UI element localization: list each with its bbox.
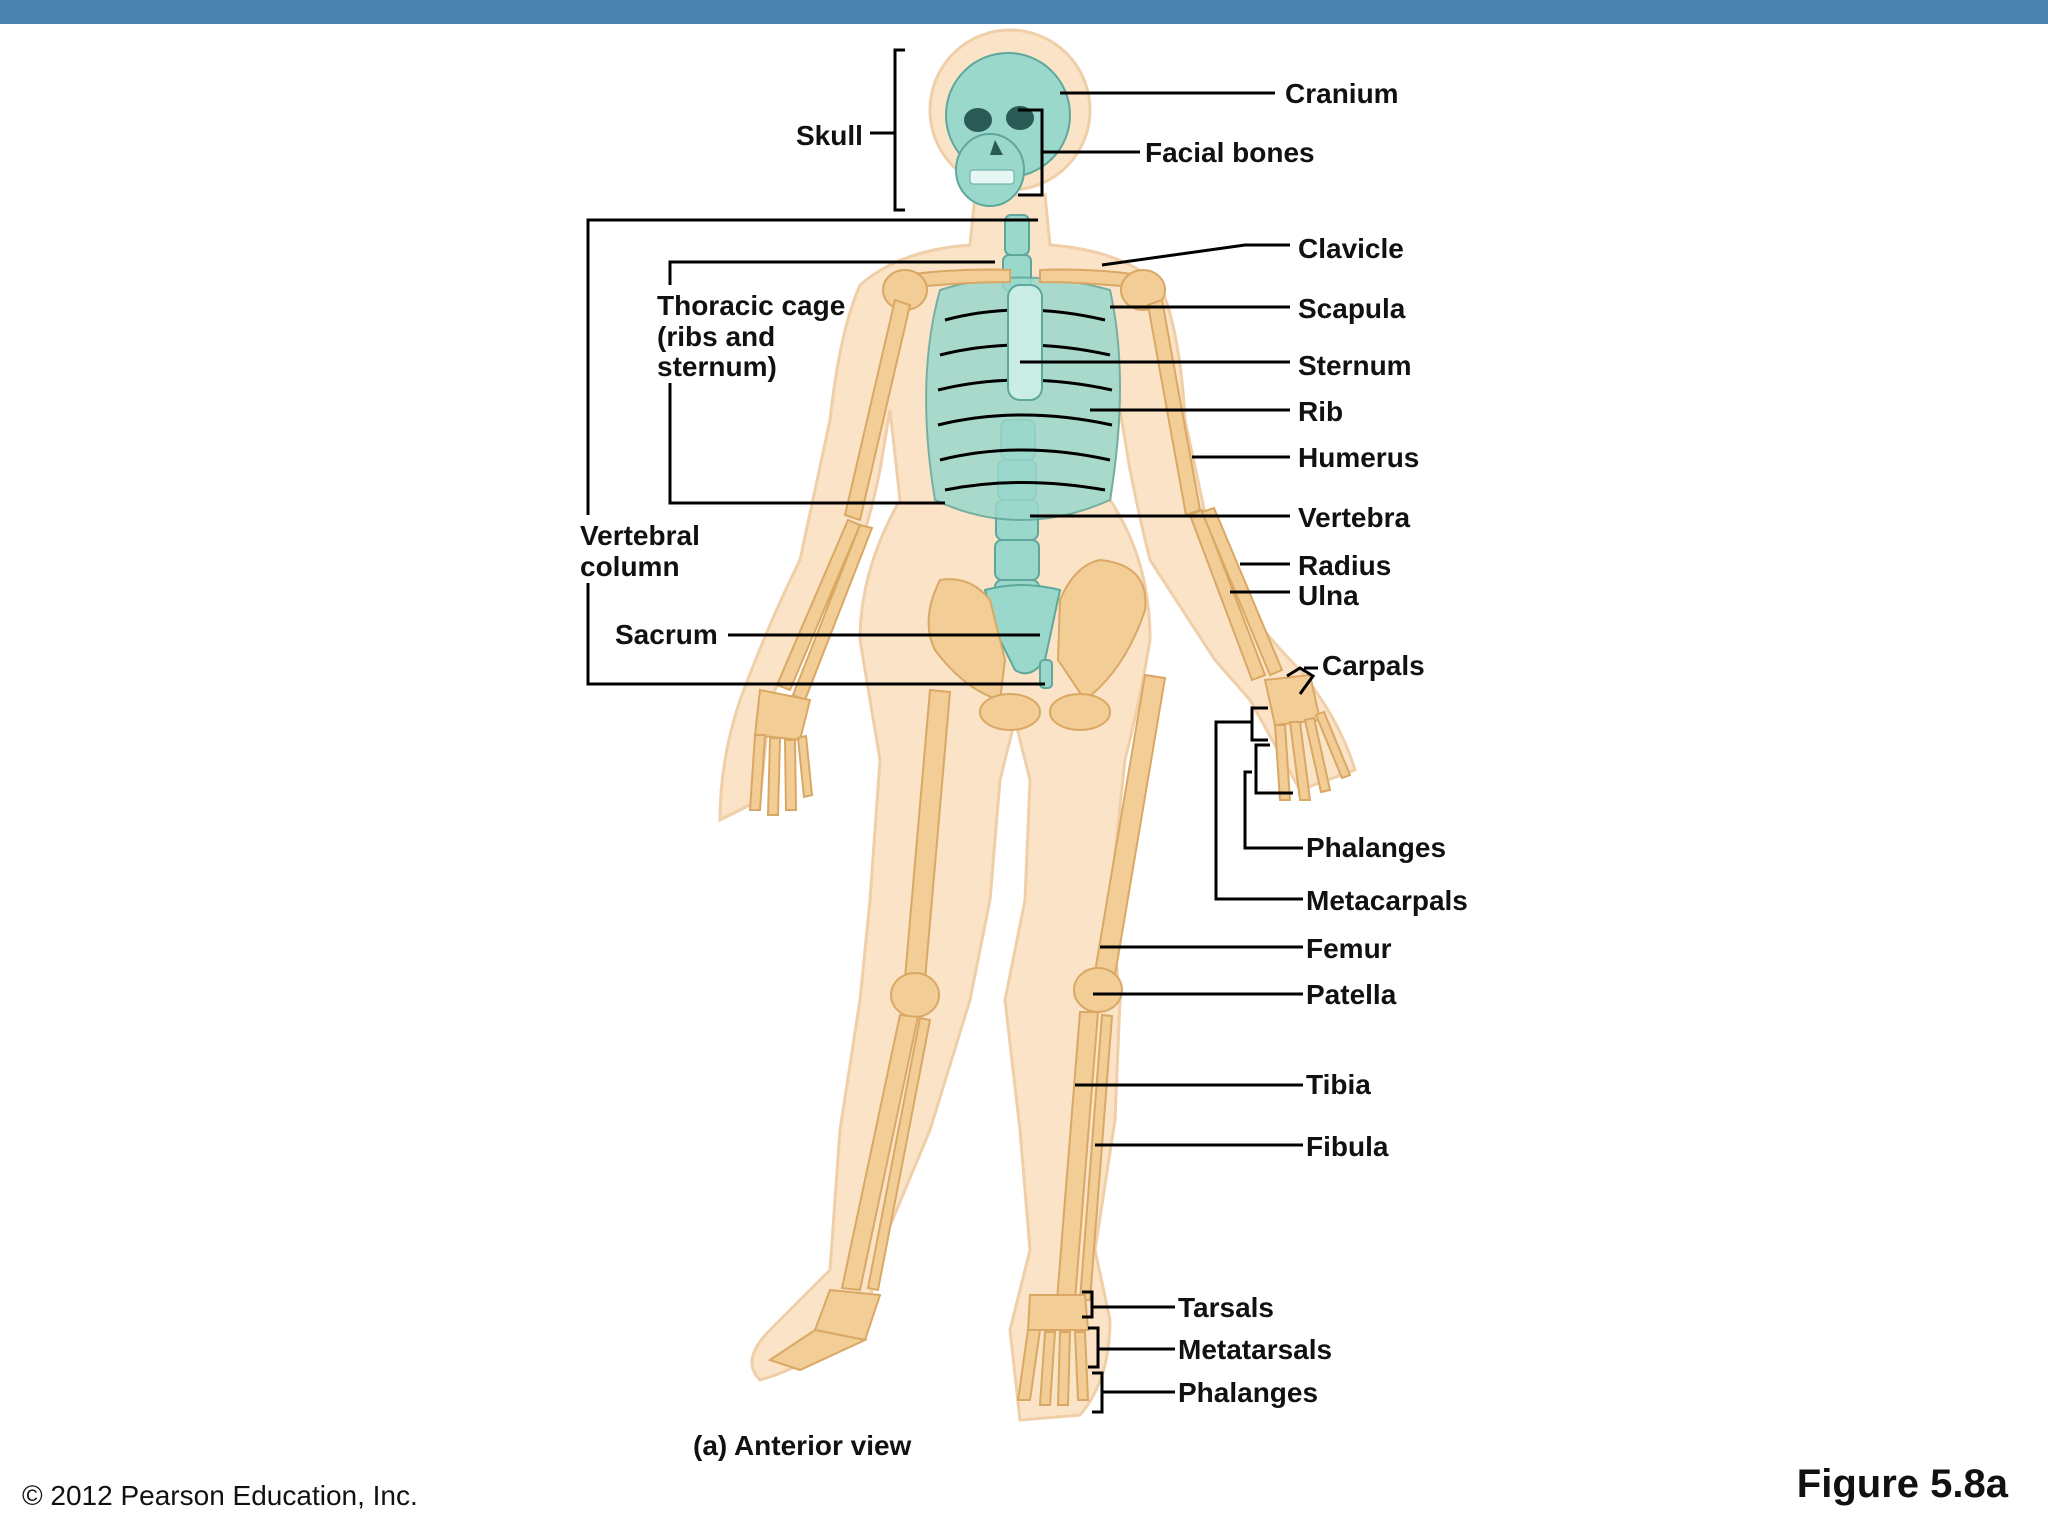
label-rib: Rib: [1298, 396, 1343, 427]
leader-lines: [586, 48, 1318, 1414]
skull-illustration: [945, 52, 1071, 207]
label-vertebra: Vertebra: [1298, 502, 1410, 533]
label-facial-bones: Facial bones: [1145, 137, 1315, 168]
feet-illustration: [767, 1288, 1090, 1406]
body-outline: [718, 28, 1357, 1422]
top-accent-bar: [0, 0, 2048, 24]
label-radius: Radius: [1298, 550, 1391, 581]
label-carpals: Carpals: [1322, 650, 1425, 681]
label-clavicle: Clavicle: [1298, 233, 1404, 264]
label-vertebral-column-line2: column: [580, 551, 680, 582]
hands-illustration: [748, 673, 1352, 816]
label-thoracic-cage-line3: sternum): [657, 351, 777, 382]
label-metacarpals: Metacarpals: [1306, 885, 1468, 916]
figure-number: Figure 5.8a: [1796, 1462, 2008, 1506]
label-sternum: Sternum: [1298, 350, 1412, 381]
label-patella: Patella: [1306, 979, 1397, 1010]
label-tarsals: Tarsals: [1178, 1292, 1274, 1323]
pelvis-illustration: [927, 558, 1147, 731]
label-cranium: Cranium: [1285, 78, 1399, 109]
labels: Skull Cranium Facial bones Clavicle Thor…: [580, 78, 1468, 1408]
label-metatarsals: Metatarsals: [1178, 1334, 1332, 1365]
label-thoracic-cage-line2: (ribs and: [657, 321, 775, 352]
thoracic-cage-illustration: [925, 276, 1121, 521]
label-femur: Femur: [1306, 933, 1392, 964]
label-tibia: Tibia: [1306, 1069, 1371, 1100]
figure-caption: (a) Anterior view: [693, 1430, 912, 1461]
label-scapula: Scapula: [1298, 293, 1406, 324]
label-skull: Skull: [796, 120, 863, 151]
label-phalanges-hand: Phalanges: [1306, 832, 1446, 863]
label-sacrum: Sacrum: [615, 619, 718, 650]
label-thoracic-cage-line1: Thoracic cage: [657, 290, 845, 321]
copyright-notice: © 2012 Pearson Education, Inc.: [22, 1480, 418, 1511]
label-phalanges-foot: Phalanges: [1178, 1377, 1318, 1408]
label-ulna: Ulna: [1298, 580, 1359, 611]
label-vertebral-column-line1: Vertebral: [580, 520, 700, 551]
label-fibula: Fibula: [1306, 1131, 1389, 1162]
label-humerus: Humerus: [1298, 442, 1419, 473]
arms-illustration: [775, 298, 1284, 702]
